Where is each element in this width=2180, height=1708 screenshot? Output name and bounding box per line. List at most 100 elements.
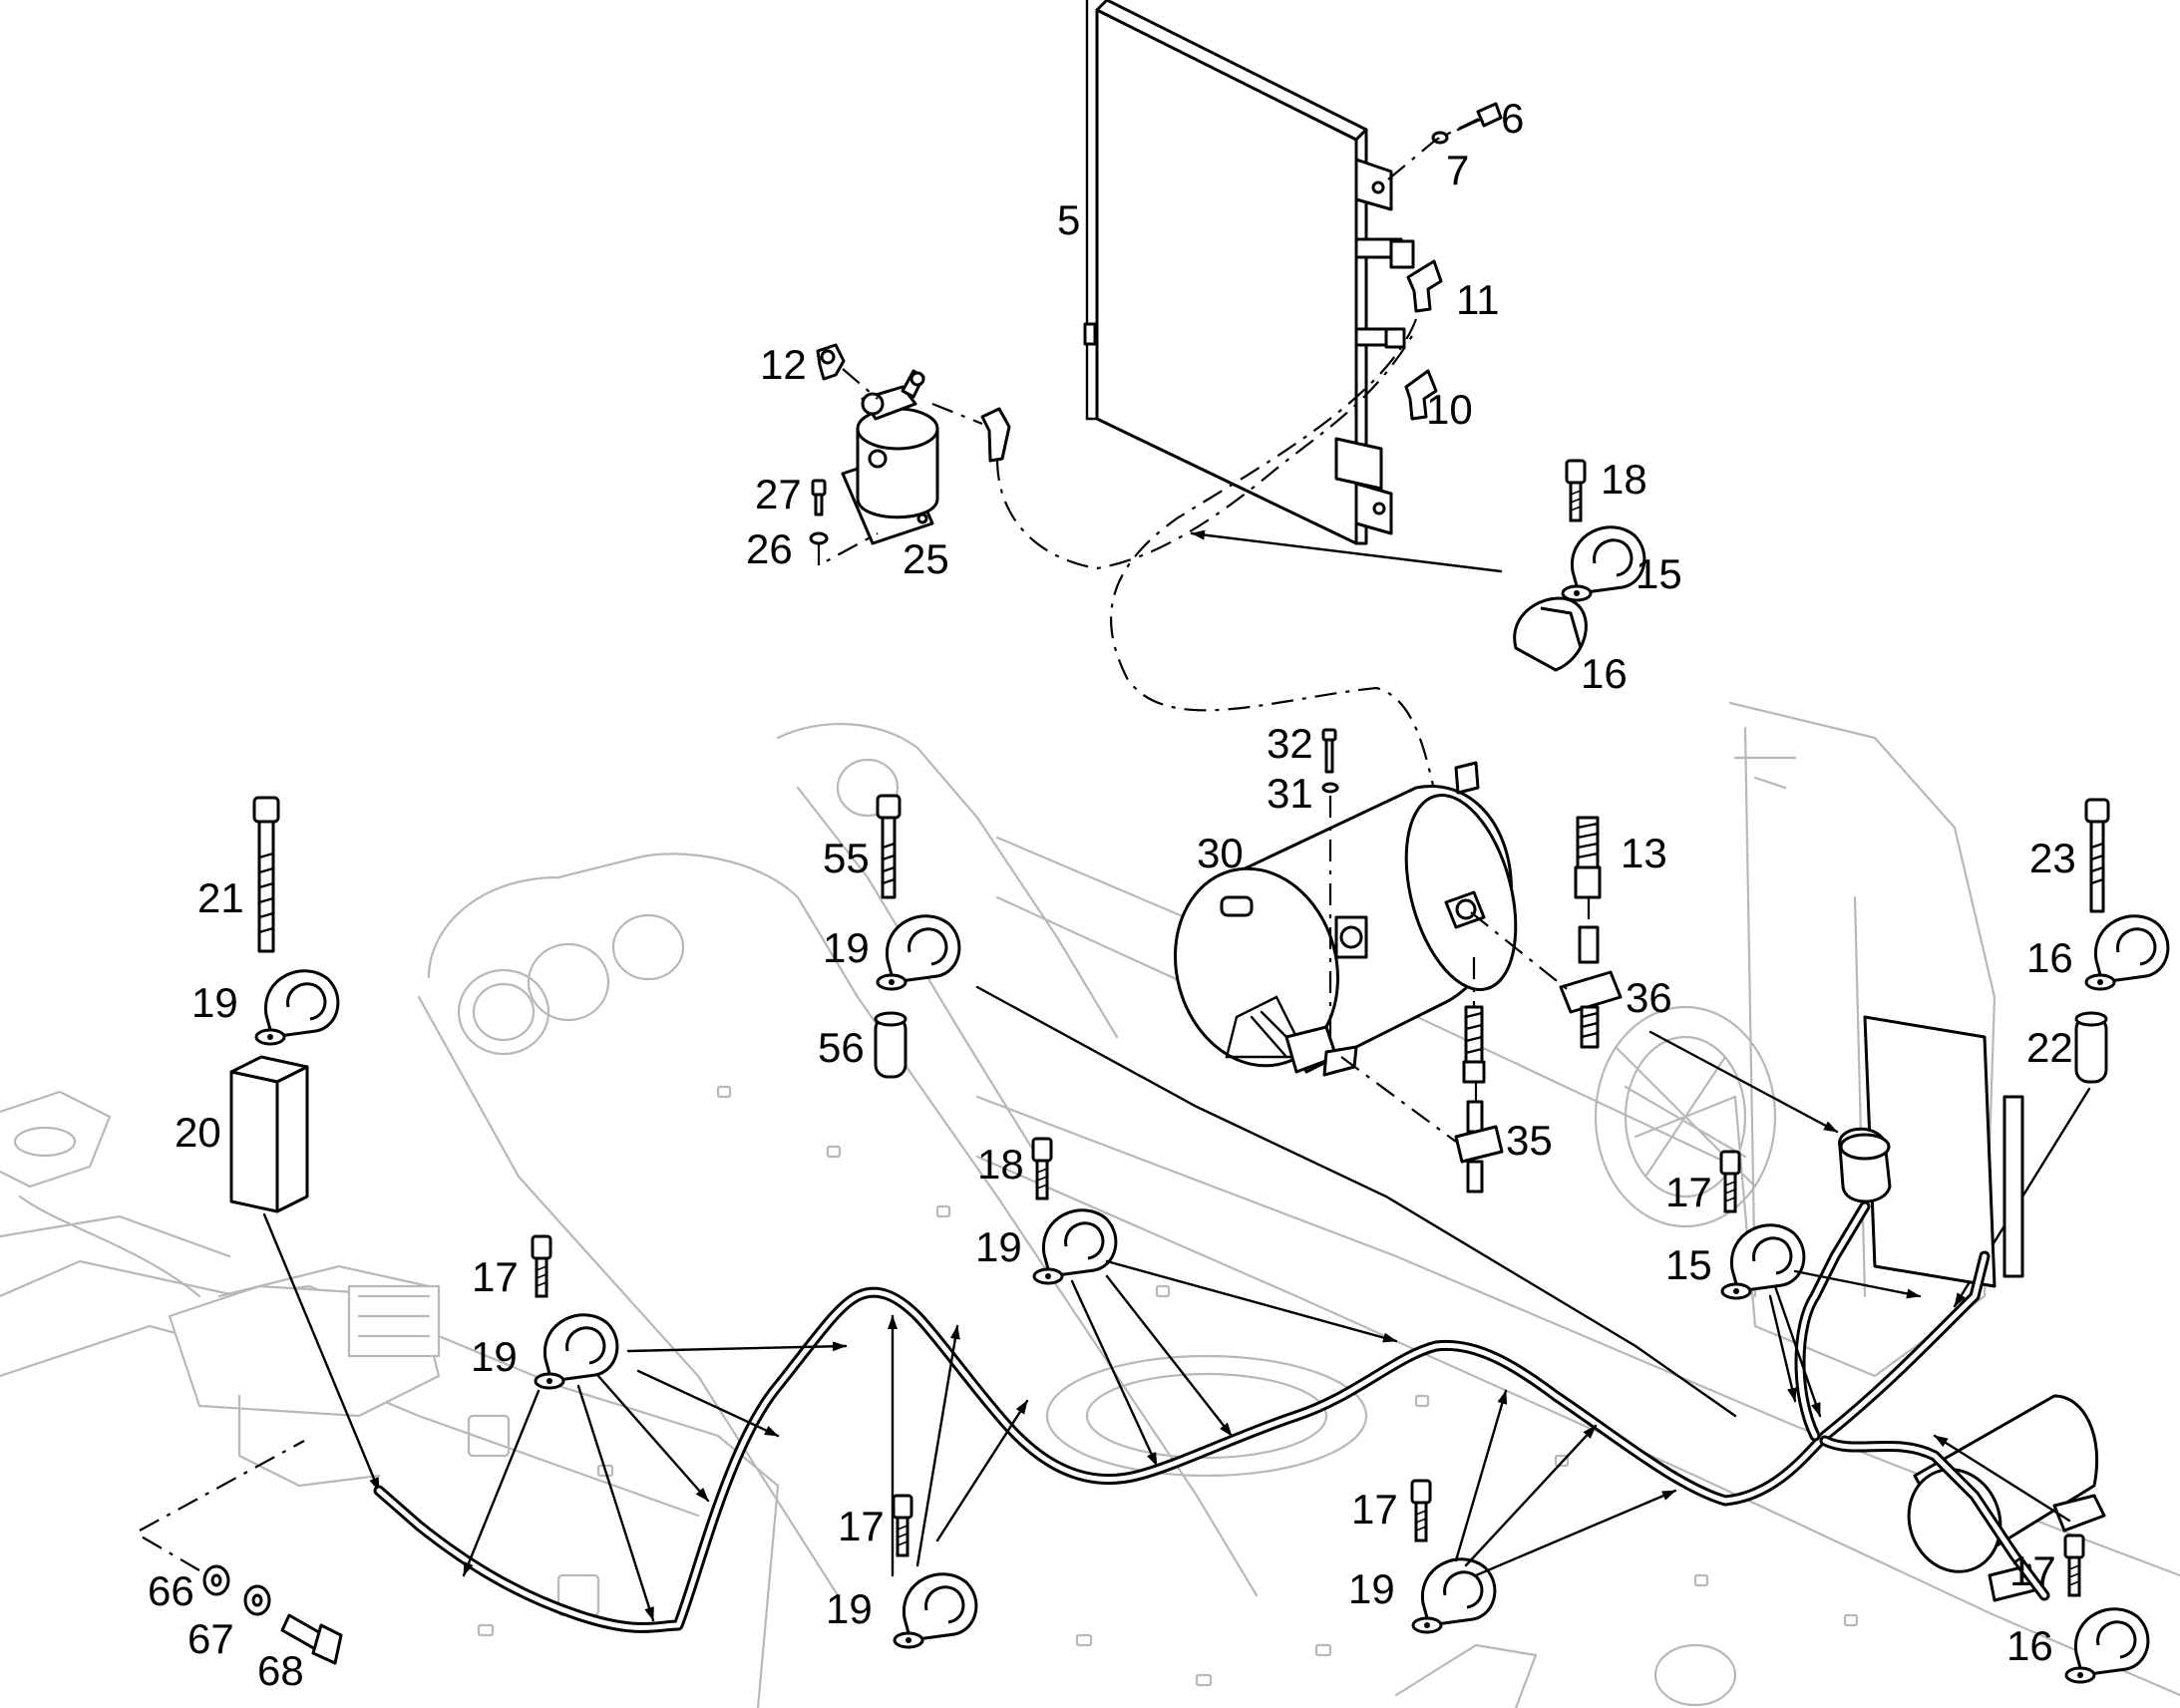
fitting-part-11 [1389,239,1443,313]
label-27: 27 [755,471,802,517]
arrow-20-to-frame [262,1212,381,1493]
bolt-part-17-d [1719,1150,1741,1213]
washer-part-66 [202,1564,230,1596]
spacer-block-part-20 [229,1055,309,1213]
fitting-part-13 [1574,816,1602,899]
bolt-part-68 [280,1613,343,1665]
dash-compressor-35 [1340,1056,1457,1143]
dash-26-27 [817,532,879,567]
clamp-part-15-upper [1561,525,1646,602]
clamp-part-19-f [1411,1557,1497,1634]
receiver-drier-part-25 [841,369,939,545]
bolt-part-18-upper [1565,459,1587,522]
dash-drier-outlet [931,402,983,426]
bolt-part-27 [811,479,827,516]
bolt-part-55 [876,794,902,899]
label-30: 30 [1197,830,1244,876]
bolt-part-17-c [1410,1479,1432,1542]
hose-fitting-drier-outlet [980,407,1011,463]
label-25: 25 [903,535,949,582]
bolt-part-17-a [531,1234,552,1298]
tee-fitting-part-36 [1559,925,1623,1049]
arrow-36-to-receiver [1648,1030,1839,1134]
compressor-part-30 [1174,761,1518,1077]
condenser-part-5 [1083,0,1403,545]
washer-part-26 [809,531,829,545]
label-18-upper: 18 [1601,456,1647,503]
clamp-part-19-b [876,914,961,991]
label-11: 11 [1456,276,1500,323]
label-19-e: 19 [826,1585,873,1632]
hose-route-drier-condenser [995,328,1417,570]
label-20: 20 [175,1109,221,1156]
arrow-clamp-15-to-hose [1190,529,1503,573]
label-68: 68 [257,1647,304,1694]
label-17-d: 17 [1665,1169,1712,1215]
bolt-part-21 [252,796,280,953]
hose-route-condenser-compressor [1109,318,1468,908]
label-6: 6 [1501,95,1524,142]
bolt-part-17-e [2063,1534,2085,1597]
dash-66 [139,1535,200,1571]
callout-labels: 5 6 7 11 10 12 27 26 25 18 15 16 32 31 3… [148,95,2076,1694]
clamp-part-16-upper [1513,596,1588,672]
dash-compressor-36 [1470,911,1572,993]
dash-66-frame [139,1440,305,1532]
label-13: 13 [1621,830,1667,876]
clamp-part-19-d [1032,1208,1118,1285]
clamp-part-19-a [254,969,340,1046]
label-66: 66 [148,1567,194,1614]
label-18-lower: 18 [977,1141,1024,1188]
clamp-part-15-lower [1720,1223,1806,1300]
bolt-part-18-lower [1031,1137,1053,1200]
label-26: 26 [746,525,793,572]
label-16-upper: 16 [1581,650,1628,697]
hose-route-main [373,1200,2050,1633]
label-17-b: 17 [838,1503,885,1549]
label-16-lower: 16 [2006,1622,2053,1669]
fitting-part-35 [1454,1005,1504,1194]
label-10: 10 [1426,386,1473,433]
label-35: 35 [1506,1117,1553,1164]
label-22: 22 [2026,1024,2073,1071]
label-7: 7 [1446,147,1469,193]
dash-6-7 [1387,117,1482,180]
bolt-part-23 [2084,798,2110,913]
label-55: 55 [823,835,870,881]
fitting-part-10 [1384,327,1438,421]
bolt-part-17-b [892,1494,913,1557]
label-17-e: 17 [2009,1547,2056,1594]
label-19-b: 19 [823,924,870,971]
guide-line-diagonal [975,985,1737,1418]
clamp-part-19-e [893,1572,978,1649]
label-23: 23 [2029,835,2076,881]
spacer-part-56 [874,1011,908,1079]
clamp-arrows [462,1259,2071,1622]
dash-12 [842,368,879,400]
washer-part-31 [1321,782,1339,794]
receiver-part-right [1838,1015,2024,1288]
bolt-part-32 [1321,728,1337,774]
label-36: 36 [1626,974,1672,1021]
label-19-a: 19 [191,979,238,1026]
label-12: 12 [760,341,807,388]
label-15-lower: 15 [1665,1241,1712,1288]
label-19-d: 19 [975,1223,1022,1270]
label-15-upper: 15 [1635,550,1682,597]
label-31: 31 [1267,770,1313,817]
label-16-right: 16 [2026,934,2073,981]
clamp-part-16-right [2084,914,2170,991]
label-32: 32 [1267,720,1313,767]
label-17-c: 17 [1351,1486,1398,1533]
clamp-part-16-lower [2064,1607,2150,1684]
label-17-a: 17 [472,1253,519,1300]
clamp-part-19-c [534,1313,619,1390]
label-21: 21 [197,874,244,921]
label-56: 56 [818,1024,865,1071]
label-67: 67 [187,1615,234,1662]
machine-frame-background [0,701,2180,1708]
elbow-part-12 [816,343,846,381]
label-5: 5 [1057,196,1080,243]
dash-35 [1472,957,1478,1102]
